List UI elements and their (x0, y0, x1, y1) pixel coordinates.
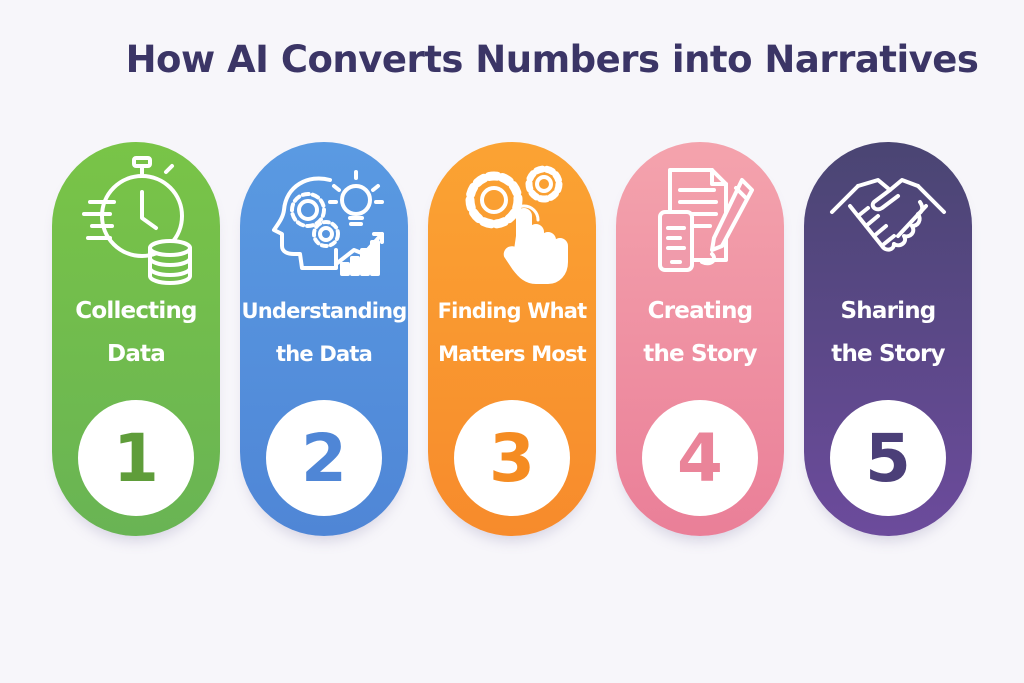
document-pen-phone-icon (640, 150, 760, 286)
handshake-icon (828, 150, 948, 286)
step-number-badge: 4 (642, 400, 758, 516)
step-number-badge: 5 (830, 400, 946, 516)
step-collecting-data: Collecting Data 1 (52, 142, 220, 536)
step-finding-what-matters: Finding What Matters Most 3 (428, 142, 596, 536)
step-number-badge: 1 (78, 400, 194, 516)
step-sharing-story: Sharing the Story 5 (804, 142, 972, 536)
step-label: Understanding the Data (241, 299, 407, 366)
step-label: Creating the Story (643, 298, 757, 367)
steps-row: Collecting Data 1 (52, 142, 972, 542)
step-label: Sharing the Story (831, 298, 945, 367)
step-label: Finding What Matters Most (437, 299, 588, 366)
step-label: Collecting Data (75, 298, 197, 367)
page-title: How AI Converts Numbers into Narratives (125, 38, 979, 81)
step-number-badge: 3 (454, 400, 570, 516)
step-understanding-data: Understanding the Data 2 (240, 142, 408, 536)
step-number-badge: 2 (266, 400, 382, 516)
step-creating-story: Creating the Story 4 (616, 142, 784, 536)
stopwatch-database-icon (76, 150, 196, 286)
gears-pointer-hand-icon (452, 150, 572, 286)
head-gears-lightbulb-icon (264, 150, 384, 286)
